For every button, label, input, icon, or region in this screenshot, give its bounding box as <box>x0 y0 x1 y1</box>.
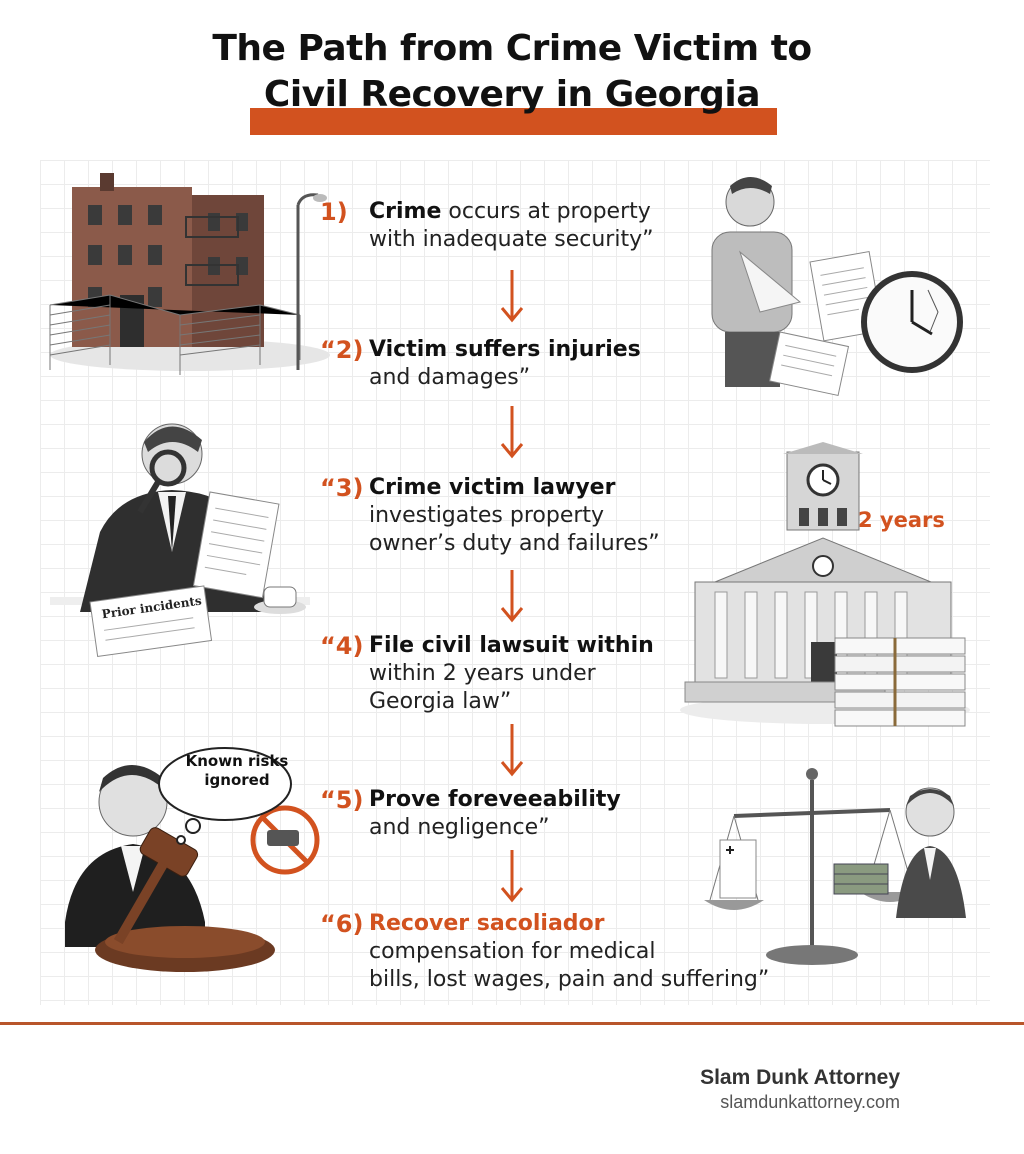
step-5-heading: Prove foreveeability <box>369 787 621 812</box>
step-5-number: “5) <box>320 786 364 814</box>
title-line-1: The Path from Crime Victim to <box>212 28 812 69</box>
courthouse-illustration <box>680 442 970 727</box>
two-years-callout: 2 years <box>858 508 945 532</box>
brand-name: Slam Dunk Attorney <box>700 1066 900 1089</box>
judge-with-gavel-illustration <box>65 747 320 972</box>
step-4: “4) File civil lawsuit within within 2 y… <box>320 632 654 716</box>
page-title: The Path from Crime Victim to Civil Reco… <box>0 26 1024 118</box>
step-6-line-3: bills, lost wages, pain and suffering” <box>369 967 770 992</box>
step-1-number: 1) <box>320 198 348 226</box>
title-line-2: Civil Recovery in Georgia <box>263 74 761 115</box>
lawyer-investigating-illustration: Prior incidents <box>50 423 310 658</box>
step-3-line-2: investigates property <box>369 503 605 528</box>
step-1-heading: Crime <box>369 199 442 224</box>
step-5-line-2: and negligence” <box>369 815 550 840</box>
injured-victim-illustration <box>711 177 963 397</box>
step-4-number: “4) <box>320 632 364 660</box>
step-3-heading: Crime victim lawyer <box>369 475 616 500</box>
thought-bubble-line-1: Known risks <box>185 752 289 770</box>
step-1: 1) Crime occurs at property with inadequ… <box>320 198 654 254</box>
thought-bubble: Known risks ignored <box>176 752 298 790</box>
step-4-line-3: Georgia law” <box>369 689 512 714</box>
step-1-heading-rest: occurs at property <box>441 199 651 224</box>
footer-divider <box>0 1022 1024 1025</box>
apartment-building-illustration <box>49 173 330 375</box>
step-4-heading: File civil lawsuit within <box>369 633 654 658</box>
brand-block: Slam Dunk Attorney slamdunkattorney.com <box>700 1066 900 1113</box>
scales-of-justice-illustration <box>704 768 966 965</box>
step-3-number: “3) <box>320 474 364 502</box>
step-6-line-2: compensation for medical <box>369 939 656 964</box>
step-2-line-2: and damages” <box>369 365 531 390</box>
step-5: “5) Prove foreveeability and negligence” <box>320 786 621 842</box>
step-6-number: “6) <box>320 910 364 938</box>
arrow-down-icon <box>500 270 524 323</box>
arrow-down-icon <box>500 406 524 459</box>
step-2-number: “2) <box>320 336 364 364</box>
brand-url[interactable]: slamdunkattorney.com <box>720 1092 900 1112</box>
step-6-heading: Recover sacoliador <box>369 911 605 936</box>
arrow-down-icon <box>500 570 524 623</box>
step-1-line-2: with inadequate security” <box>369 227 654 252</box>
arrow-down-icon <box>500 724 524 777</box>
step-2: “2) Victim suffers injuries and damages” <box>320 336 641 392</box>
step-2-heading: Victim suffers injuries <box>369 337 641 362</box>
arrow-down-icon <box>500 850 524 903</box>
step-3-line-3: owner’s duty and failures” <box>369 531 660 556</box>
title-underline-bar <box>250 108 777 135</box>
thought-bubble-line-2: ignored <box>204 771 270 789</box>
step-3: “3) Crime victim lawyer investigates pro… <box>320 474 660 558</box>
step-6: “6) Recover sacoliador compensation for … <box>320 910 769 994</box>
step-4-line-2: within 2 years under <box>369 661 596 686</box>
